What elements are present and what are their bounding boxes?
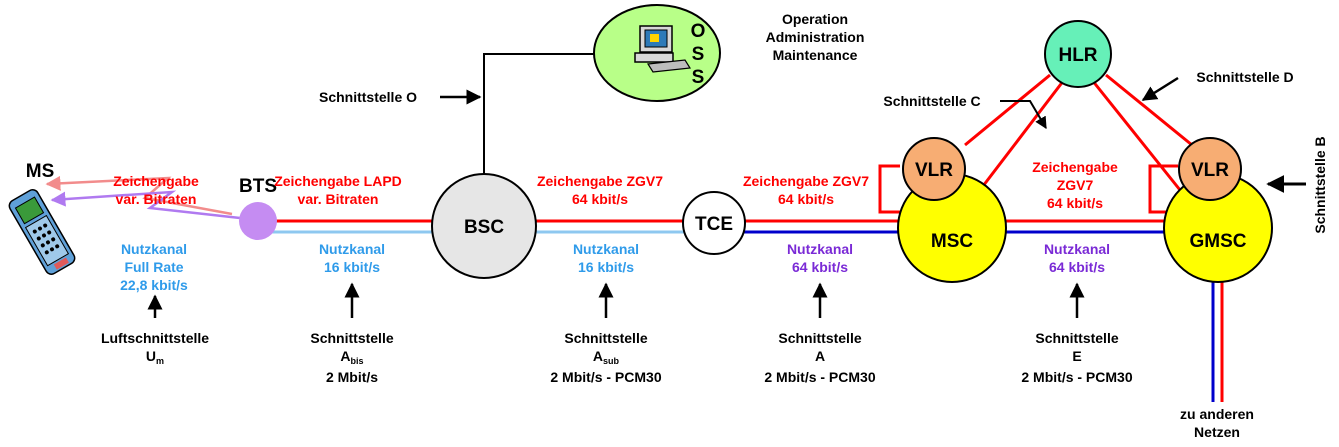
signaling-air-line1: Zeichengabe — [113, 173, 199, 189]
traffic-e-line1: Nutzkanal — [1044, 241, 1110, 257]
radio-traffic-arrow — [50, 190, 241, 220]
signaling-a-line1: Zeichengabe ZGV7 — [743, 173, 869, 189]
msc-label: MSC — [931, 231, 974, 252]
hlr-vlr2-link — [1105, 73, 1193, 147]
vlr2-gmsc-link — [1148, 164, 1178, 214]
traffic-air-line1: Nutzkanal — [121, 241, 187, 257]
vlr2-node — [1178, 137, 1242, 201]
um-label-line1: Luftschnittstelle — [101, 330, 209, 346]
asub-sub: sub — [603, 356, 620, 366]
um-label-line2: Um — [146, 348, 164, 366]
e-label-line2: E — [1072, 348, 1081, 364]
traffic-air-line3: 22,8 kbit/s — [120, 277, 188, 293]
hlr-label: HLR — [1058, 45, 1097, 66]
oss-link-line — [483, 53, 605, 175]
other-networks-line2: Netzen — [1194, 424, 1240, 440]
a-label-line1: Schnittstelle — [778, 330, 861, 346]
tce-node — [682, 191, 746, 255]
signaling-asub-line1: Zeichengabe ZGV7 — [537, 173, 663, 189]
abis-sub: bis — [351, 356, 364, 366]
a-label-rate: 2 Mbit/s - PCM30 — [764, 369, 875, 385]
bts-label: BTS — [239, 176, 277, 197]
interface-o-label: Schnittstelle O — [319, 89, 417, 105]
a-label-line2: A — [815, 348, 825, 364]
abis-label-line1: Schnittstelle — [310, 330, 393, 346]
traffic-a-line1: Nutzkanal — [787, 241, 853, 257]
hlr-vlr1-link — [964, 73, 1051, 147]
traffic-abis-line1: Nutzkanal — [319, 241, 385, 257]
traffic-e-line2: 64 kbit/s — [1049, 259, 1105, 275]
signaling-abis-line1: Zeichengabe LAPD — [274, 173, 402, 189]
asub-label-rate: 2 Mbit/s - PCM30 — [550, 369, 661, 385]
interface-d-label: Schnittstelle D — [1196, 69, 1293, 85]
interface-c-label: Schnittstelle C — [883, 93, 980, 109]
oam-line3: Maintenance — [773, 47, 858, 63]
signaling-asub-line2: 64 kbit/s — [572, 191, 628, 207]
abis-label-line2: Abis — [340, 348, 363, 366]
traffic-asub-line2: 16 kbit/s — [578, 259, 634, 275]
interface-b-label: Schnittstelle B — [1312, 136, 1328, 233]
hlr-gmsc-link — [1090, 79, 1182, 191]
oss-letter-s2: S — [692, 67, 705, 88]
gmsc-label: GMSC — [1190, 231, 1247, 252]
e-label-rate: 2 Mbit/s - PCM30 — [1021, 369, 1132, 385]
computer-icon — [634, 25, 692, 73]
signaling-e-line3: 64 kbit/s — [1047, 195, 1103, 211]
interface-c-arrow — [1000, 100, 1047, 130]
traffic-abis-line2: 16 kbit/s — [324, 259, 380, 275]
vlr1-msc-link — [878, 164, 908, 214]
mobile-phone-icon — [8, 189, 76, 275]
signaling-e-line1: Zeichengabe — [1032, 159, 1118, 175]
radio-signaling-arrow — [45, 175, 233, 216]
oam-line1: Operation — [782, 11, 848, 27]
asub-main: A — [593, 348, 603, 364]
e-label-line1: Schnittstelle — [1035, 330, 1118, 346]
um-sub: m — [156, 356, 164, 366]
traffic-a-line2: 64 kbit/s — [792, 259, 848, 275]
asub-label-line1: Schnittstelle — [564, 330, 647, 346]
vlr2-label: VLR — [1191, 160, 1229, 181]
bsc-node — [431, 173, 537, 279]
signaling-abis-line2: var. Bitraten — [298, 191, 379, 207]
signaling-a-line2: 64 kbit/s — [778, 191, 834, 207]
oam-line2: Administration — [766, 29, 865, 45]
traffic-air-line2: Full Rate — [124, 259, 183, 275]
tce-label: TCE — [695, 214, 733, 235]
oss-letter-s1: S — [692, 44, 705, 65]
signaling-air-line2: var. Bitraten — [116, 191, 197, 207]
bts-node — [239, 202, 277, 240]
hlr-msc-link — [978, 79, 1066, 191]
oss-letter-o: O — [691, 21, 706, 42]
interface-d-arrow — [1141, 76, 1179, 102]
um-main: U — [146, 348, 156, 364]
vlr1-label: VLR — [915, 160, 953, 181]
signaling-e-line2: ZGV7 — [1057, 177, 1094, 193]
hlr-node — [1044, 20, 1112, 88]
bsc-label: BSC — [464, 217, 504, 238]
vlr1-node — [902, 137, 966, 201]
asub-label-line2: Asub — [593, 348, 620, 366]
abis-label-rate: 2 Mbit/s — [326, 369, 378, 385]
ms-label: MS — [26, 161, 55, 182]
traffic-asub-line1: Nutzkanal — [573, 241, 639, 257]
other-networks-line1: zu anderen — [1180, 406, 1254, 422]
abis-main: A — [340, 348, 350, 364]
